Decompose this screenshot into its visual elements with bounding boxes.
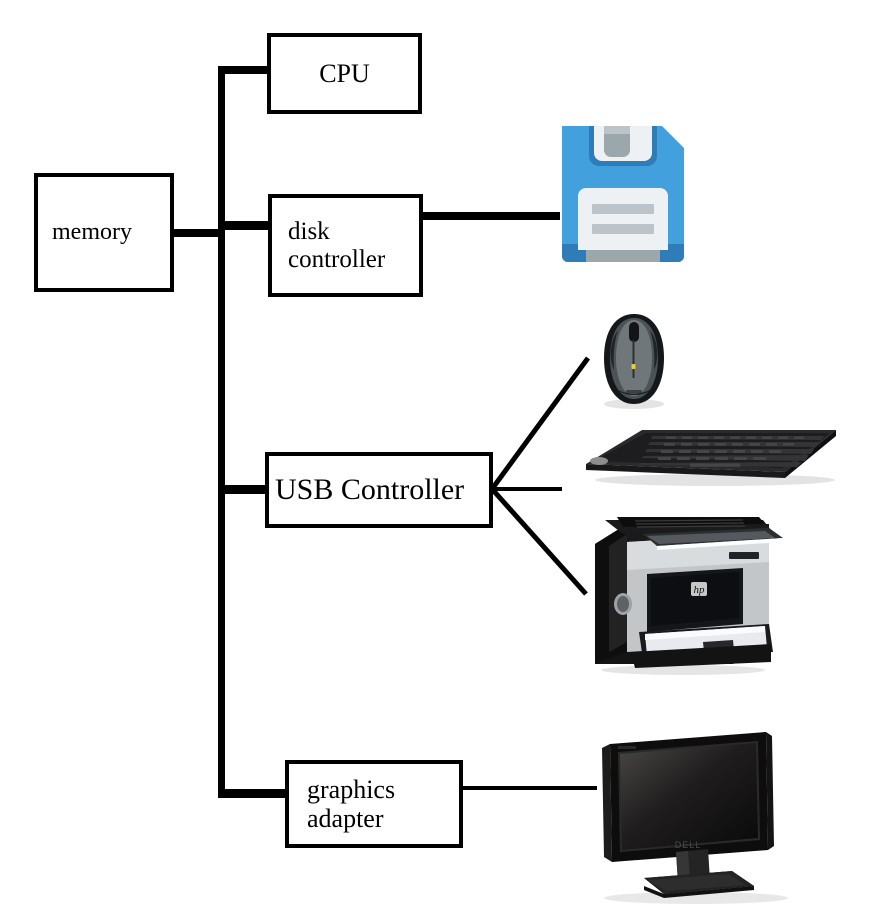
disk-to-floppy-link xyxy=(420,212,560,220)
monitor-icon: DELL xyxy=(588,728,804,906)
usb-to-keyboard-link xyxy=(492,487,562,491)
printer-icon: hp xyxy=(583,512,783,676)
block-cpu[interactable]: CPU xyxy=(267,33,422,114)
graphics-to-monitor-link xyxy=(461,786,597,790)
usb-controller-bus-link xyxy=(218,485,268,494)
block-memory[interactable]: memory xyxy=(34,173,174,292)
cpu-bus-link xyxy=(218,66,270,74)
block-disk-controller[interactable]: disk controller xyxy=(268,194,423,297)
svg-text:DELL: DELL xyxy=(675,840,702,850)
svg-text:hp: hp xyxy=(694,584,706,596)
system-bus-vertical xyxy=(218,66,225,797)
usb-to-printer-link xyxy=(490,487,588,596)
block-usb-controller-label: USB Controller xyxy=(275,473,465,507)
keyboard-icon xyxy=(580,428,838,486)
usb-to-mouse-link xyxy=(489,356,591,491)
disk-controller-bus-link xyxy=(218,221,271,230)
graphics-adapter-bus-link xyxy=(218,789,288,798)
block-graphics-adapter-label: graphics adapter xyxy=(307,774,396,833)
block-cpu-label: CPU xyxy=(319,58,370,88)
block-usb-controller[interactable]: USB Controller xyxy=(265,452,493,528)
memory-bus-link xyxy=(172,229,222,237)
mouse-icon xyxy=(598,312,670,410)
block-disk-controller-label: disk controller xyxy=(288,217,386,273)
block-memory-label: memory xyxy=(52,219,132,246)
block-graphics-adapter[interactable]: graphics adapter xyxy=(285,760,463,848)
floppy-disk-icon xyxy=(556,120,690,268)
